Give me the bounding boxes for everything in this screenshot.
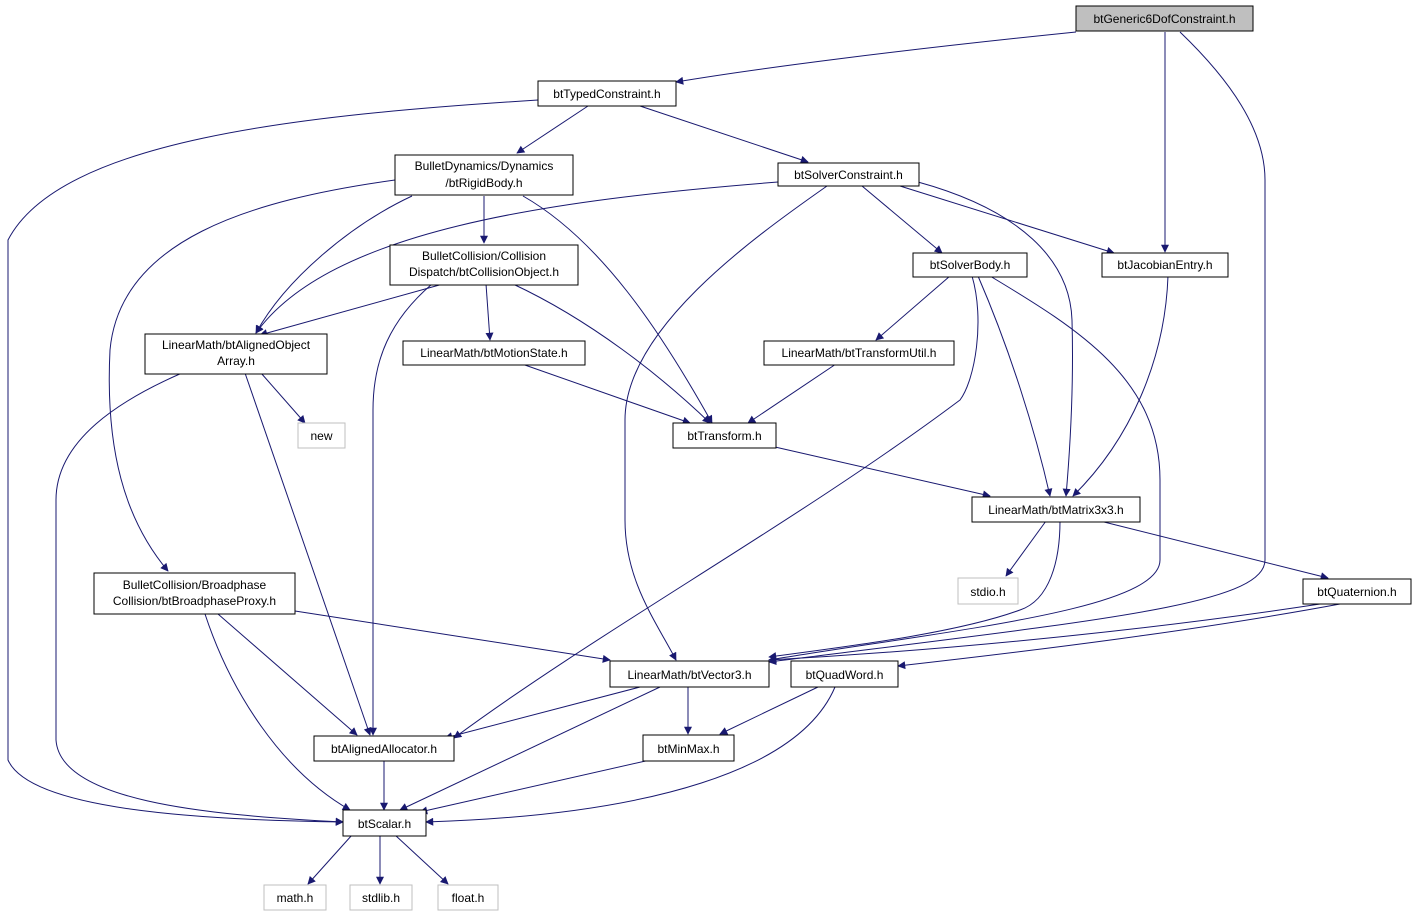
node-label: LinearMath/btMotionState.h: [420, 346, 567, 360]
edge-colobj-allocator: [369, 283, 433, 736]
node-label: LinearMath/btAlignedObject: [162, 338, 311, 352]
edge-colobj-motion: [485, 283, 494, 341]
edge-alignedarr-allocator: [244, 372, 372, 736]
edge-proxy-vector: [294, 610, 611, 663]
node-label: float.h: [452, 891, 485, 905]
edge-transform-matrix: [774, 446, 991, 499]
edge-typed-scalar: [7, 99, 539, 826]
node-label: btQuadWord.h: [806, 668, 884, 682]
node-label: BulletCollision/Broadphase: [123, 578, 267, 592]
edge-rigid-proxy: [108, 179, 396, 572]
node-bttransform[interactable]: btTransform.h: [672, 422, 777, 449]
node-label: math.h: [277, 891, 314, 905]
node-label-line2: /btRigidBody.h: [445, 176, 522, 190]
node-label: BulletDynamics/Dynamics: [415, 159, 554, 173]
node-label: btTransform.h: [687, 429, 761, 443]
edge-solverc-matrix: [917, 181, 1074, 497]
edge-matrix-vector: [768, 520, 1061, 661]
node-label: btScalar.h: [358, 817, 411, 831]
edge-vector-scalar: [399, 686, 661, 811]
edge-minmax-scalar: [419, 759, 651, 815]
edge-motion-transform: [521, 363, 691, 425]
node-btcollisionobject[interactable]: BulletCollision/Collision Dispatch/btCol…: [389, 244, 579, 286]
node-btbroadphaseproxy[interactable]: BulletCollision/Broadphase Collision/btB…: [93, 572, 296, 615]
edge-tutil-transform: [747, 363, 837, 424]
node-label: BulletCollision/Collision: [422, 249, 546, 263]
edge-quadword-minmax: [719, 686, 819, 735]
node-bttypedconstraint[interactable]: btTypedConstraint.h: [537, 80, 677, 107]
node-label: stdlib.h: [362, 891, 400, 905]
header-nodes: btGeneric6DofConstraint.h btTypedConstra…: [93, 5, 1412, 911]
node-btmatrix3x3[interactable]: LinearMath/btMatrix3x3.h: [971, 496, 1141, 523]
edge-rigid-transform: [522, 195, 713, 424]
node-label-line2: Dispatch/btCollisionObject.h: [409, 265, 559, 279]
node-btgeneric6dofconstraint: btGeneric6DofConstraint.h: [1075, 5, 1254, 32]
node-btsolverbody[interactable]: btSolverBody.h: [912, 252, 1028, 278]
edge-typed-solverc: [639, 105, 809, 164]
edge-solverbody-allocator: [453, 275, 979, 739]
dependency-edges: [7, 31, 1341, 885]
edge-quat-vector: [768, 603, 1321, 664]
node-label: btJacobianEntry.h: [1117, 258, 1212, 272]
edge-quat-quadword: [897, 603, 1341, 670]
edge-proxy-scalar: [204, 613, 351, 811]
edge-colobj-alignedarr: [259, 283, 444, 337]
node-btrigidbody[interactable]: BulletDynamics/Dynamics /btRigidBody.h: [394, 154, 574, 196]
node-btquadword[interactable]: btQuadWord.h: [790, 660, 899, 688]
node-label: LinearMath/btMatrix3x3.h: [988, 503, 1123, 517]
edge-root-typed: [675, 31, 1077, 85]
edge-solverbody-vector: [768, 275, 1161, 663]
node-btsolverconstraint[interactable]: btSolverConstraint.h: [777, 162, 920, 187]
edge-solverc-solverbody: [861, 185, 943, 254]
edge-proxy-allocator: [217, 613, 358, 736]
node-btmotionstate[interactable]: LinearMath/btMotionState.h: [402, 340, 586, 366]
node-label: btQuaternion.h: [1317, 585, 1396, 599]
node-label: btGeneric6DofConstraint.h: [1093, 12, 1235, 26]
edge-scalar-float: [394, 834, 449, 885]
edge-vector-allocator: [444, 686, 641, 741]
node-bttransformutil[interactable]: LinearMath/btTransformUtil.h: [763, 340, 955, 366]
node-btscalar[interactable]: btScalar.h: [342, 809, 427, 837]
node-label: btTypedConstraint.h: [553, 87, 660, 101]
node-new: new: [297, 422, 346, 449]
node-label: btSolverConstraint.h: [794, 168, 903, 182]
node-math: math.h: [263, 884, 327, 911]
node-btjacobianentry[interactable]: btJacobianEntry.h: [1101, 252, 1229, 278]
edge-solverbody-matrix: [977, 275, 1053, 497]
node-stdlib: stdlib.h: [349, 884, 413, 911]
node-label: LinearMath/btVector3.h: [627, 668, 751, 682]
node-btquaternion[interactable]: btQuaternion.h: [1302, 578, 1412, 605]
node-btminmax[interactable]: btMinMax.h: [642, 734, 735, 762]
edge-jacobian-matrix: [1072, 275, 1169, 497]
edge-solverc-alignedarr: [255, 181, 779, 334]
node-btalignedobjectarray[interactable]: LinearMath/btAlignedObject Array.h: [144, 333, 328, 375]
node-btalignedallocator[interactable]: btAlignedAllocator.h: [313, 735, 455, 762]
node-label: LinearMath/btTransformUtil.h: [782, 346, 937, 360]
edge-root-vector: [768, 31, 1266, 666]
node-stdio: stdio.h: [957, 577, 1019, 605]
node-label: new: [310, 429, 332, 443]
edge-solverc-vector: [624, 185, 828, 661]
node-label: stdio.h: [970, 585, 1005, 599]
node-label: btAlignedAllocator.h: [331, 742, 437, 756]
edge-rigid-alignedarr: [255, 195, 413, 334]
node-label: btSolverBody.h: [930, 258, 1011, 272]
edge-colobj-transform: [512, 283, 711, 424]
edge-alignedarr-scalar: [55, 372, 344, 826]
node-float: float.h: [437, 884, 499, 911]
edge-typed-rigid: [516, 105, 589, 154]
node-label: btMinMax.h: [657, 742, 719, 756]
node-btvector3[interactable]: LinearMath/btVector3.h: [609, 660, 770, 688]
edge-solverbody-tutil: [875, 275, 951, 341]
edge-scalar-math: [307, 834, 353, 885]
edge-quadword-scalar: [425, 686, 836, 826]
node-label-line2: Array.h: [217, 354, 255, 368]
node-label-line2: Collision/btBroadphaseProxy.h: [113, 594, 276, 608]
edge-matrix-quat: [1099, 520, 1329, 581]
edge-alignedarr-new: [260, 372, 306, 424]
edge-matrix-stdio: [1005, 520, 1047, 577]
